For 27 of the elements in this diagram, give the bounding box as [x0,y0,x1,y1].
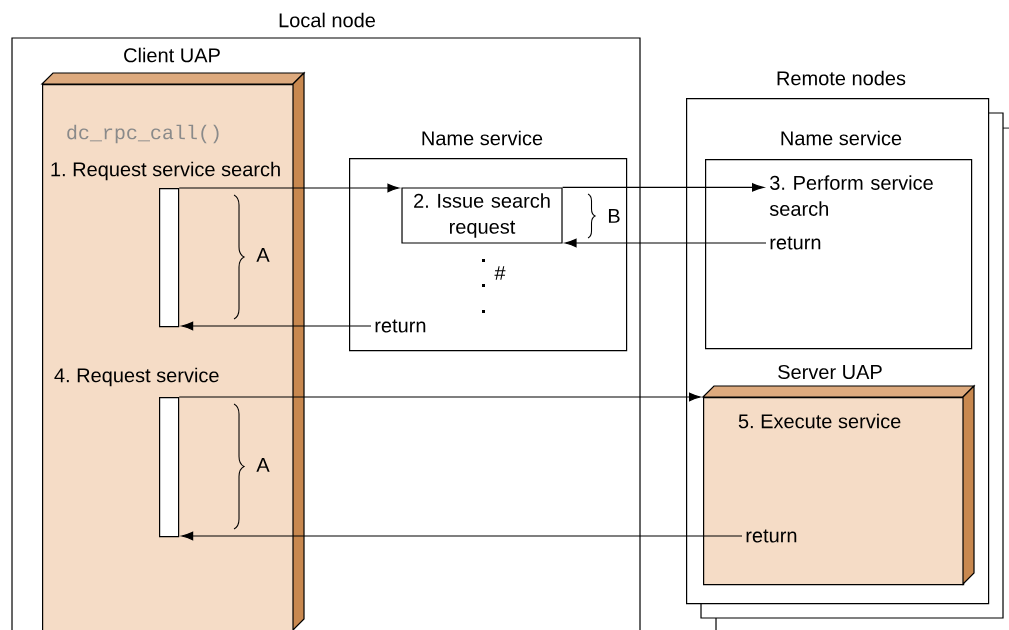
function-name: dc_rpc_call() [67,124,219,144]
arrow [564,238,767,248]
arrow [181,321,372,331]
return-label: return [746,529,797,543]
box-title: Name service [422,130,543,146]
box-title: Client UAP [124,47,220,63]
return-label: return [770,236,821,250]
activation-bar [159,397,180,538]
activation-bar [159,188,180,328]
brace-label: # [494,266,506,280]
frame-title: Local node [279,12,375,28]
frame-title: Remote nodes [777,70,906,86]
step-label: 1. Request service search [51,161,280,181]
step-label: 3. Perform service search [769,175,933,216]
brace-label: A [256,458,270,472]
box-title: Server UAP [778,364,882,380]
arrow [181,531,743,541]
brace-label: B [608,209,620,223]
arrow [562,183,764,192]
return-label: return [375,319,426,333]
process-box: 2. Issue search request [401,187,563,244]
brace-label: A [256,248,270,262]
arrow [178,183,400,193]
step-label: 4. Request service [54,367,219,387]
box-title: Name service [781,130,902,146]
arrow [178,392,701,402]
step-label: 5. Execute service [738,413,901,429]
